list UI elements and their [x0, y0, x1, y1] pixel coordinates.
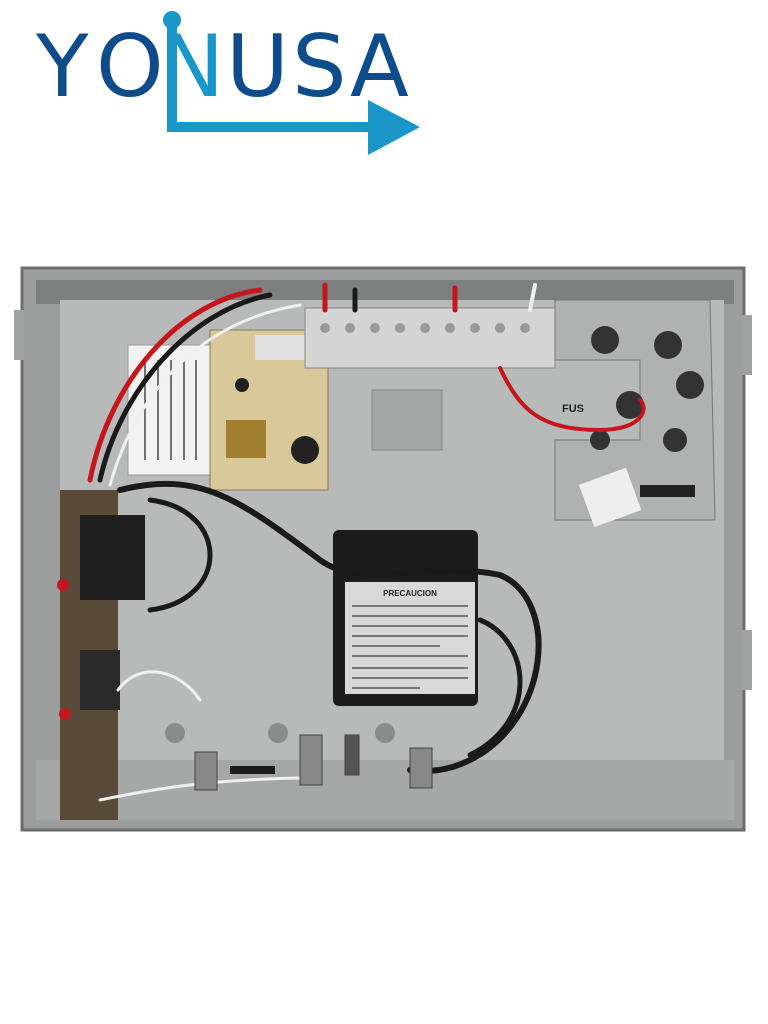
caution-label: [345, 582, 475, 694]
svg-text:U: U: [226, 17, 289, 117]
fuse-label: FUS: [562, 403, 584, 415]
terminal-strip: [304, 307, 556, 369]
logo-text: Y O N U S A: [35, 17, 409, 117]
arrow-icon: [163, 11, 420, 155]
svg-text:S: S: [292, 17, 347, 117]
svg-text:O: O: [96, 17, 164, 117]
svg-text:A: A: [350, 17, 409, 117]
svg-text:Y: Y: [35, 17, 89, 117]
yonusa-logo: Y O N U S A: [35, 11, 420, 155]
caution-label-title: PRECAUCION: [383, 589, 437, 598]
